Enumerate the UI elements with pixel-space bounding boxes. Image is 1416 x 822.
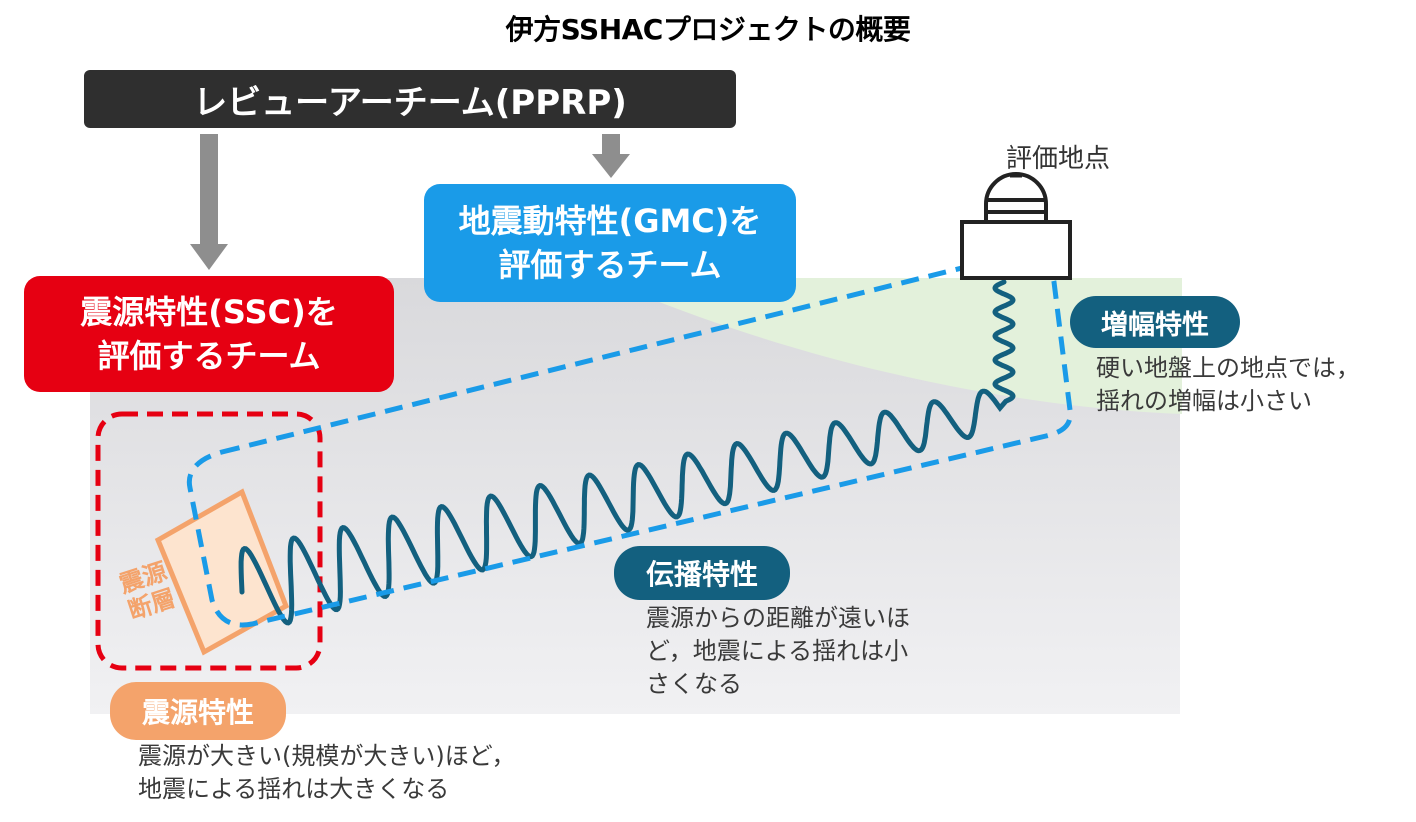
propagation-desc-line3: さくなる [646,670,742,698]
gmc-team-box: 地震動特性(GMC)を 評価するチーム [424,184,796,302]
amplification-description: 硬い地盤上の地点では， 揺れの増幅は小さい [1096,352,1360,418]
fault-plane-icon [154,488,290,656]
ssc-team-line1: 震源特性(SSC)を [80,293,338,331]
ssc-team-box: 震源特性(SSC)を 評価するチーム [24,276,394,392]
review-team-label: レビューアーチーム(PPRP) [193,82,627,123]
review-team-box: レビューアーチーム(PPRP) [84,70,736,128]
ssc-team-line2: 評価するチーム [97,337,321,375]
amplification-badge: 増幅特性 [1070,296,1240,348]
hard-ground-area [600,278,1182,414]
ssc-scope-outline [95,411,323,671]
source-badge: 震源特性 [110,682,286,740]
seismic-wave-icon [238,279,1016,626]
seismometer-icon [960,172,1072,280]
amplification-desc-line2: 揺れの増幅は小さい [1096,387,1312,415]
page-title: 伊方SSHACプロジェクトの概要 [505,13,911,46]
propagation-description: 震源からの距離が遠いほ ど，地震による揺れは小 さくなる [646,602,910,701]
down-arrow-icon [190,134,228,270]
gmc-team-line2: 評価するチーム [498,246,722,284]
source-desc-line1: 震源が大きい(規模が大きい)ほど， [138,742,516,770]
gmc-team-line1: 地震動特性(GMC)を [458,202,762,240]
propagation-desc-line2: ど，地震による揺れは小 [646,637,909,665]
down-arrow-icon [592,134,630,178]
propagation-desc-line1: 震源からの距離が遠いほ [646,604,910,632]
propagation-badge: 伝播特性 [614,546,790,600]
source-desc-line2: 地震による揺れは大きくなる [138,775,450,803]
amplification-desc-line1: 硬い地盤上の地点では， [1096,354,1360,382]
source-description: 震源が大きい(規模が大きい)ほど， 地震による揺れは大きくなる [138,740,516,806]
evaluation-site-label: 評価地点 [1006,144,1111,174]
